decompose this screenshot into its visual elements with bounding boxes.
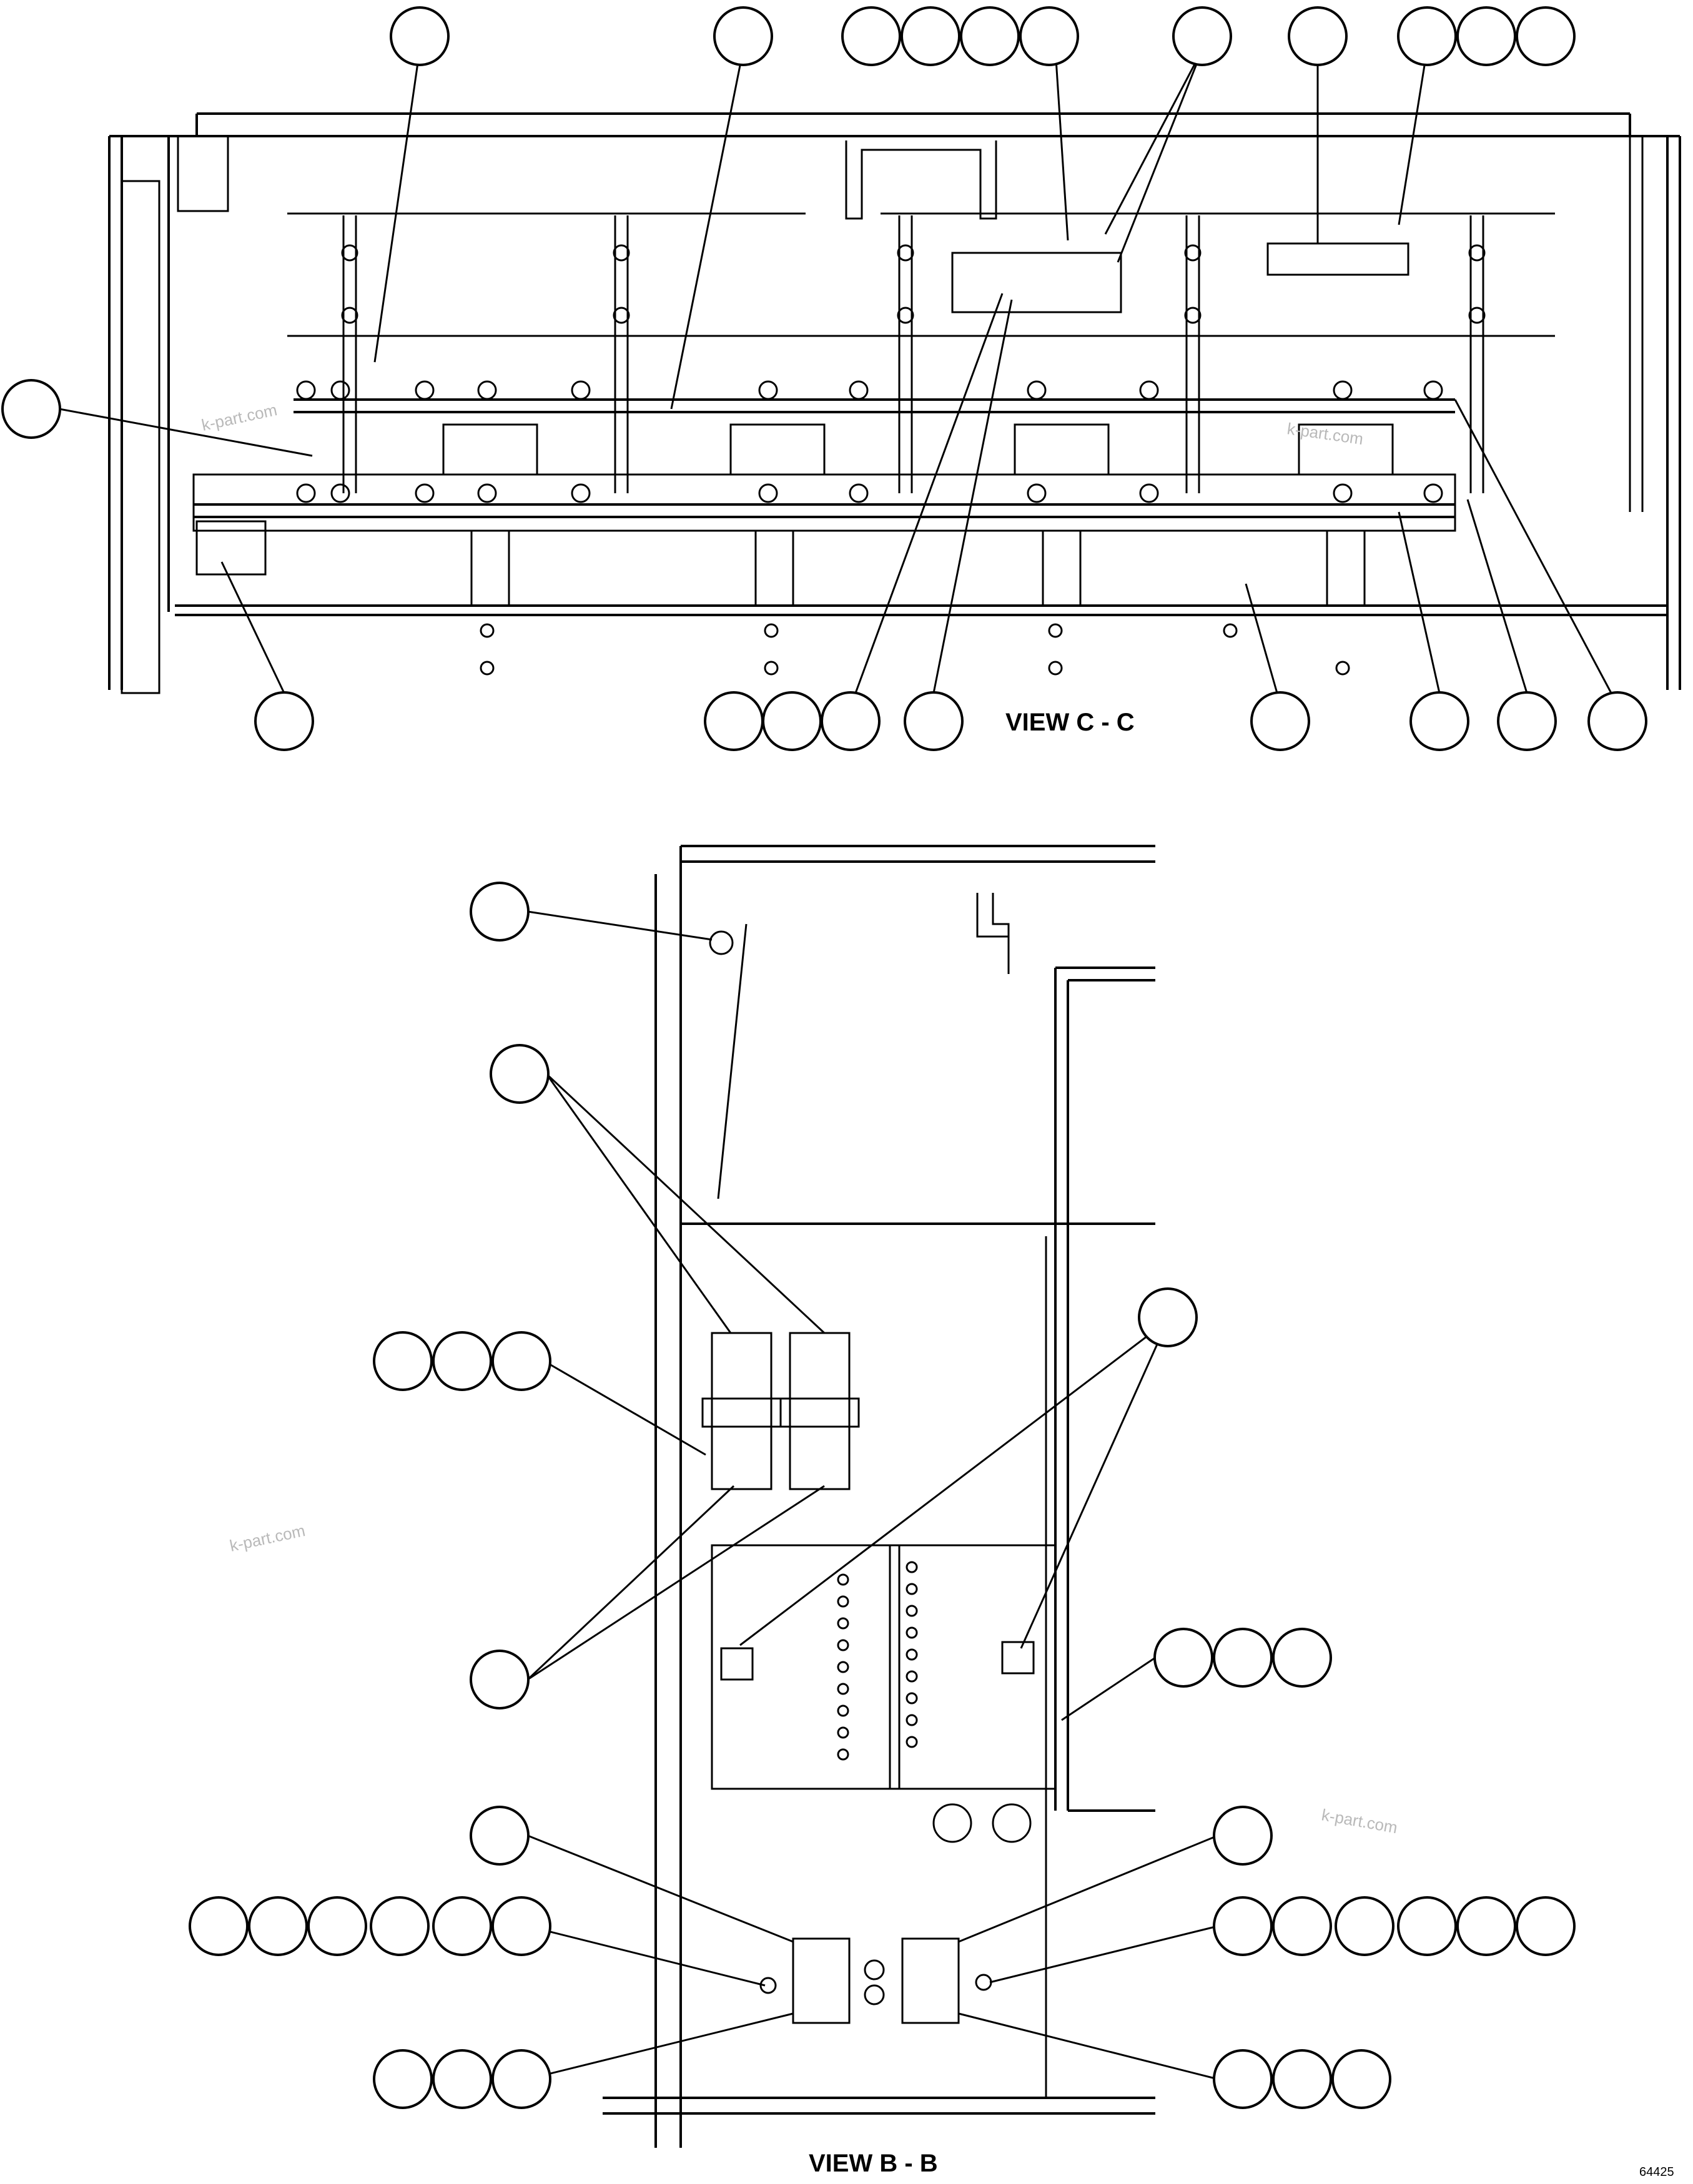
callout-bubbles-b [189, 882, 1576, 2109]
bolt-icon [480, 661, 495, 676]
cabinet-frame [603, 845, 1155, 2148]
bolt-icon [897, 307, 914, 324]
bolt-icon [906, 1670, 918, 1683]
bolt-icon [613, 244, 630, 262]
bolt-icon [906, 1583, 918, 1595]
bolt-icon [906, 1736, 918, 1748]
contactor-modules [701, 1332, 860, 1490]
terminal-block-left [195, 520, 267, 576]
bolt-icon [906, 1626, 918, 1639]
bolt-icon [837, 1683, 849, 1695]
insulator-blocks [442, 423, 1394, 607]
bolt-icon [906, 1605, 918, 1617]
bolt-icon [1027, 380, 1047, 400]
bolt-icon [330, 380, 350, 400]
bolt-icon [571, 380, 591, 400]
watermark: k-part.com [1320, 1805, 1399, 1837]
callout-bubbles-c [1, 6, 1647, 751]
bolt-icon [296, 483, 316, 503]
conductor-straps [342, 215, 1484, 493]
port-fitting [709, 930, 734, 955]
cable-glands [864, 1803, 1032, 2005]
bolt-icon [758, 380, 778, 400]
bolt-icon [613, 307, 630, 324]
bolt-icon [1184, 244, 1202, 262]
bolt-icon [906, 1561, 918, 1573]
bolt-icon [480, 623, 495, 638]
terminal-clamps [759, 1937, 992, 2024]
bolt-icon [849, 483, 869, 503]
power-panel [711, 1544, 1057, 1790]
terminal-block-right [1266, 242, 1409, 276]
fastener-bolts [296, 244, 1486, 676]
view-b-b: VIEW B - B [189, 845, 1576, 2177]
bolt-icon [1423, 483, 1443, 503]
bolt-icon [1139, 380, 1159, 400]
watermark: k-part.com [1286, 419, 1365, 448]
bolt-icon [1468, 307, 1486, 324]
bolt-icon [330, 483, 350, 503]
bolt-icon [477, 380, 497, 400]
bolt-icon [837, 1726, 849, 1739]
bolt-icon [764, 661, 779, 676]
watermark: k-part.com [228, 1521, 307, 1555]
terminal-block-center [951, 252, 1122, 313]
bolt-icon [571, 483, 591, 503]
elbow-fitting [976, 893, 1010, 974]
bolt-icon [837, 1748, 849, 1761]
bolt-icon [415, 483, 435, 503]
bolt-icon [837, 1661, 849, 1673]
bolt-icon [296, 380, 316, 400]
bolt-icon [341, 244, 358, 262]
leader-lines-c [59, 49, 1612, 694]
bolt-icon [837, 1595, 849, 1608]
bolt-icon [1423, 380, 1443, 400]
bolt-icon [1184, 307, 1202, 324]
bolt-icon [849, 380, 869, 400]
bolt-icon [1333, 380, 1353, 400]
reference-number: 64425 [1639, 2165, 1674, 2179]
bolt-icon [906, 1648, 918, 1661]
view-c-c: VIEW C - C [1, 6, 1681, 751]
bolt-icon [906, 1714, 918, 1726]
bus-bars [192, 212, 1555, 532]
bolt-icon [1048, 661, 1063, 676]
watermark: k-part.com [200, 400, 279, 435]
bolt-icon [837, 1639, 849, 1651]
view-c-c-caption: VIEW C - C [1005, 709, 1135, 736]
bolt-icon [415, 380, 435, 400]
bolt-icon [837, 1573, 849, 1586]
bolt-icon [341, 307, 358, 324]
bolt-icon [477, 483, 497, 503]
bolt-icon [1335, 661, 1350, 676]
bolt-icon [1333, 483, 1353, 503]
bolt-icon [764, 623, 779, 638]
bolt-icon [1468, 244, 1486, 262]
bolt-icon [897, 244, 914, 262]
bolt-icon [758, 483, 778, 503]
bolt-icon [1027, 483, 1047, 503]
leader-lines-b [526, 910, 1218, 2080]
panel-fasteners [837, 1561, 918, 1761]
enclosure-frame [108, 112, 1681, 694]
bolt-icon [837, 1617, 849, 1630]
bolt-icon [906, 1692, 918, 1704]
bolt-icon [1048, 623, 1063, 638]
bolt-icon [837, 1704, 849, 1717]
bolt-icon [1223, 623, 1238, 638]
bolt-icon [1139, 483, 1159, 503]
view-b-b-caption: VIEW B - B [809, 2150, 938, 2177]
